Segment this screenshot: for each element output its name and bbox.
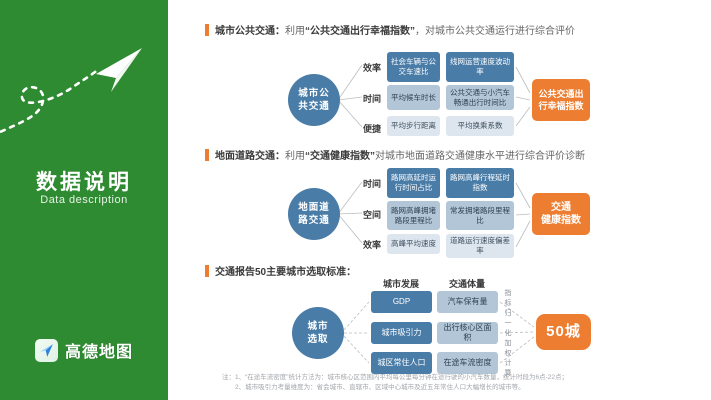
criteria-box: 城区常住人口 — [371, 352, 432, 374]
section2-result-box: 交通 健康指数 — [532, 193, 590, 235]
section1-header-text: 城市公共交通：利用“公共交通出行幸福指数”，对城市公共交通运行进行综合评价 — [215, 26, 575, 37]
sidebar: 数据说明 Data description 高德地图 — [0, 0, 168, 400]
section1-header: 城市公共交通：利用“公共交通出行幸福指数”，对城市公共交通运行进行综合评价 — [205, 22, 575, 37]
section3-result-box: 50城 — [536, 314, 591, 350]
section2-branch-label: 效率 — [362, 240, 381, 250]
metric-box: 路网高峰拥堵路段里程比 — [387, 201, 440, 230]
footnotes: 注：1、“在途车流密度”统计方法为：城市核心区范围内平均每公里每分钟在途行驶的小… — [222, 373, 692, 393]
section3-root-node: 城市 选取 — [292, 307, 344, 359]
accent-bar — [205, 264, 209, 277]
section1-branch-label: 效率 — [362, 63, 381, 73]
brand-name: 高德地图 — [64, 344, 133, 361]
column-header: 交通体量 — [448, 279, 485, 289]
accent-bar — [205, 148, 209, 161]
section3-header-text: 交通报告50主要城市选取标准： — [215, 267, 357, 278]
section3-header: 交通报告50主要城市选取标准： — [205, 263, 356, 278]
metric-box: 路网高峰行程延时指数 — [446, 168, 514, 198]
metric-box: 平均换乘系数 — [446, 116, 514, 136]
section2-branch-label: 时间 — [362, 179, 381, 189]
criteria-box: 在途车流密度 — [437, 352, 498, 374]
brand-logo: 高德地图 — [0, 338, 168, 362]
section1-branch-label: 便捷 — [362, 124, 381, 134]
section1-result-box: 公共交通出 行幸福指数 — [532, 79, 590, 121]
criteria-box: 城市吸引力 — [371, 322, 432, 344]
page-title: 数据说明 — [36, 171, 132, 194]
metric-box: 线网运营速度波动率 — [446, 52, 514, 82]
section1-root-node: 城市公 共交通 — [288, 74, 340, 126]
criteria-box: 汽车保有量 — [437, 291, 498, 313]
metric-box: 平均候车时长 — [387, 85, 440, 110]
metric-box: 道路运行速度偏差率 — [446, 234, 514, 258]
metric-box: 平均步行距离 — [387, 116, 440, 136]
section2-header-text: 地面道路交通：利用“交通健康指数”对城市地面道路交通健康水平进行综合评价诊断 — [215, 151, 585, 162]
section2-root-node: 地面道 路交通 — [288, 188, 340, 240]
column-header: 城市发展 — [382, 279, 419, 289]
metric-box: 常发拥堵路段里程比 — [446, 201, 514, 230]
weighting-note: 指标归一化加权计算 — [504, 289, 511, 379]
paper-plane-illustration — [0, 48, 142, 134]
section1-branch-label: 时间 — [362, 94, 381, 104]
section2-branch-label: 空间 — [362, 210, 381, 220]
metric-box: 路网高延时运行时间占比 — [387, 168, 440, 198]
metric-box: 高峰平均速度 — [387, 234, 440, 254]
metric-box: 公共交通与小汽车畅通出行时间比 — [446, 85, 514, 110]
accent-bar — [205, 23, 209, 36]
criteria-box: 出行核心区面积 — [437, 322, 498, 344]
page-subtitle: Data description — [40, 194, 128, 206]
amap-app-icon — [34, 338, 58, 362]
metric-box: 社会车辆与公交车速比 — [387, 52, 440, 82]
criteria-box: GDP — [371, 291, 432, 313]
section2-header: 地面道路交通：利用“交通健康指数”对城市地面道路交通健康水平进行综合评价诊断 — [205, 147, 585, 162]
footnote-line: 注：1、“在途车流密度”统计方法为：城市核心区范围内平均每公里每分钟在途行驶的小… — [222, 374, 568, 381]
footnote-line: 2、城市吸引力考量维度为：省会城市、直辖市、区域中心城市及近五年常住人口大幅增长… — [235, 384, 525, 392]
